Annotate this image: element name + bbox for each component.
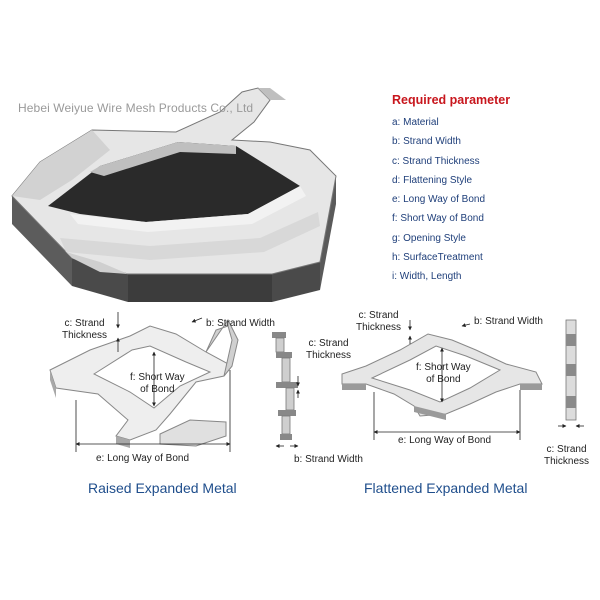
flattened-dimensions xyxy=(373,320,521,440)
parameter-item: b: Strand Width xyxy=(392,136,461,148)
flattened-short-way-label: f: Short Way of Bond xyxy=(416,362,471,385)
parameter-item: i: Width, Length xyxy=(392,271,462,283)
flattened-caption: Flattened Expanded Metal xyxy=(364,480,528,496)
raised-side-dimensions xyxy=(275,376,300,448)
parameter-item: a: Material xyxy=(392,117,439,128)
parameter-item: c: Strand Thickness xyxy=(392,155,480,167)
raised-side-thickness-label: c: Strand Thickness xyxy=(306,338,352,361)
raised-dimensions xyxy=(75,312,231,452)
company-watermark: Hebei Weiyue Wire Mesh Products Co., Ltd xyxy=(18,101,254,115)
raised-side-width-label: b: Strand Width xyxy=(294,454,363,465)
parameter-item: d: Flattening Style xyxy=(392,174,473,186)
raised-strand-width-label: b: Strand Width xyxy=(206,318,275,329)
parameter-item: e: Long Way of Bond xyxy=(392,194,486,206)
parameter-item: h: SurfaceTreatment xyxy=(392,252,483,264)
flattened-side-thickness-label: c: Strand Thickness xyxy=(544,444,590,467)
raised-short-way-label: f: Short Way of Bond xyxy=(130,372,185,395)
raised-side-profile xyxy=(272,332,298,440)
raised-strand-thickness-label: c: Strand Thickness xyxy=(62,318,108,341)
flattened-long-way-label: e: Long Way of Bond xyxy=(398,435,492,446)
raised-caption: Raised Expanded Metal xyxy=(88,480,237,496)
flattened-side-profile xyxy=(565,319,577,421)
parameter-title: Required parameter xyxy=(392,93,511,107)
flattened-strand-width-label: b: Strand Width xyxy=(474,316,543,327)
parameter-item: f: Short Way of Bond xyxy=(392,213,484,225)
raised-long-way-label: e: Long Way of Bond xyxy=(96,453,190,464)
mesh-3d-illustration xyxy=(11,87,337,302)
parameter-item: g: Opening Style xyxy=(392,232,466,244)
required-parameter-list: Required parameter a: Material b: Strand… xyxy=(392,93,510,287)
flattened-strand-thickness-label: c: Strand Thickness xyxy=(356,310,402,333)
